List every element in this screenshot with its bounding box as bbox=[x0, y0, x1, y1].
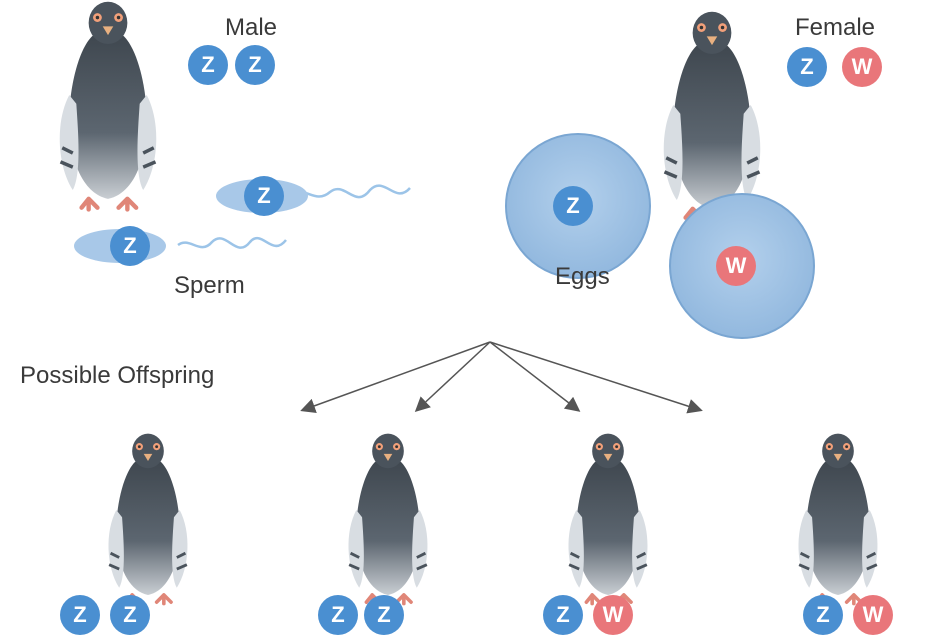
offspring-pigeon-1 bbox=[106, 431, 190, 606]
arrow-offspring-1 bbox=[300, 341, 491, 413]
label-female: Female bbox=[795, 14, 876, 41]
female-chromosome-2: W bbox=[842, 47, 882, 87]
offspring-3-chromosome-1: Z bbox=[543, 595, 583, 635]
female-pigeon bbox=[664, 12, 761, 220]
offspring-pigeon-3 bbox=[566, 431, 650, 606]
offspring-1-chromosome-1: Z bbox=[60, 595, 100, 635]
male-pigeon bbox=[60, 2, 157, 210]
sperm-tail-1 bbox=[289, 184, 411, 199]
sperm-chromosome-2: Z bbox=[110, 226, 150, 266]
male-chromosome-1: Z bbox=[188, 45, 228, 85]
female-chromosome-1: Z bbox=[787, 47, 827, 87]
egg-chromosome-z: Z bbox=[553, 186, 593, 226]
male-chromosome-2: Z bbox=[235, 45, 275, 85]
sperm-tail-2 bbox=[177, 236, 287, 249]
label-sperm: Sperm bbox=[174, 272, 245, 299]
offspring-2-chromosome-1: Z bbox=[318, 595, 358, 635]
label-possible-offspring: Possible Offspring bbox=[20, 362, 215, 389]
arrow-offspring-4 bbox=[489, 341, 703, 414]
offspring-2-chromosome-2: Z bbox=[364, 595, 404, 635]
offspring-1-chromosome-2: Z bbox=[110, 595, 150, 635]
offspring-4-chromosome-1: Z bbox=[803, 595, 843, 635]
label-male: Male bbox=[225, 14, 278, 41]
label-eggs: Eggs bbox=[555, 263, 610, 290]
arrow-offspring-2 bbox=[414, 341, 491, 413]
offspring-pigeon-4 bbox=[796, 431, 880, 606]
offspring-3-chromosome-2: W bbox=[593, 595, 633, 635]
offspring-4-chromosome-2: W bbox=[853, 595, 893, 635]
egg-chromosome-w: W bbox=[716, 246, 756, 286]
arrow-offspring-3 bbox=[489, 341, 581, 412]
sperm-chromosome-1: Z bbox=[244, 176, 284, 216]
offspring-pigeon-2 bbox=[346, 431, 430, 606]
